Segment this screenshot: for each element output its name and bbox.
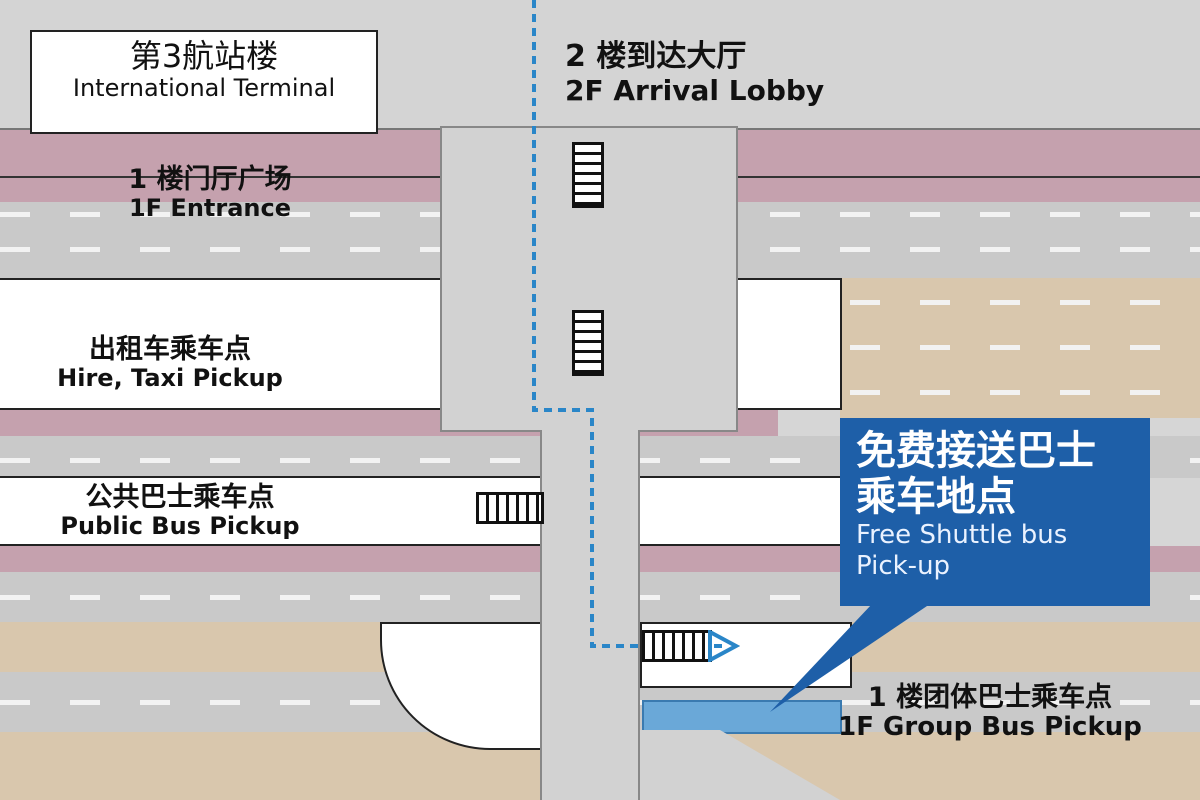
terminal-label-zh: 第3航站楼 <box>129 37 279 75</box>
public-bus-label-zh: 公共巴士乘车点 <box>85 482 275 513</box>
stairs-icon <box>572 142 604 208</box>
arrival-lobby-label: 2 楼到达大厅 2F Arrival Lobby <box>565 39 825 107</box>
taxi-label-zh: 出租车乘车点 <box>89 334 251 365</box>
stairs-icon <box>572 310 604 376</box>
group-bus-label-zh: 1 楼团体巴士乘车点 <box>867 682 1113 713</box>
taxi-label-en: Hire, Taxi Pickup <box>57 364 283 393</box>
shuttle-en-2: Pick-up <box>856 551 951 582</box>
shuttle-callout: 免费接送巴士 乘车地点 Free Shuttle bus Pick-up <box>840 418 1150 606</box>
entrance-label-en: 1F Entrance <box>128 194 292 223</box>
escalator-icon <box>476 492 544 524</box>
arrival-lobby-en: 2F Arrival Lobby <box>565 73 825 107</box>
group-bus-label: 1 楼团体巴士乘车点 1F Group Bus Pickup <box>820 682 1160 743</box>
group-bus-label-en: 1F Group Bus Pickup <box>838 712 1142 743</box>
arrival-lobby-zh: 2 楼到达大厅 <box>565 39 747 74</box>
shuttle-zh-1: 免费接送巴士 <box>856 428 1096 474</box>
shuttle-zh-2: 乘车地点 <box>856 474 1016 520</box>
terminal-box <box>30 30 378 134</box>
lane-dashes <box>850 345 1200 350</box>
lane-dashes <box>850 300 1200 305</box>
entrance-label-zh: 1 楼门厅广场 <box>128 164 292 195</box>
entrance-label: 1 楼门厅广场 1F Entrance <box>80 164 340 223</box>
terminal-label-en: International Terminal <box>72 73 336 102</box>
shuttle-en-1: Free Shuttle bus <box>856 520 1068 550</box>
public-bus-label-en: Public Bus Pickup <box>60 512 300 541</box>
group-bus-bay <box>642 700 842 734</box>
route-arrow-icon <box>708 630 740 662</box>
lane-dashes <box>850 390 1200 395</box>
terminal-label: 第3航站楼 International Terminal <box>30 38 378 102</box>
public-bus-label: 公共巴士乘车点 Public Bus Pickup <box>40 482 320 541</box>
taxi-label: 出租车乘车点 Hire, Taxi Pickup <box>40 334 300 393</box>
